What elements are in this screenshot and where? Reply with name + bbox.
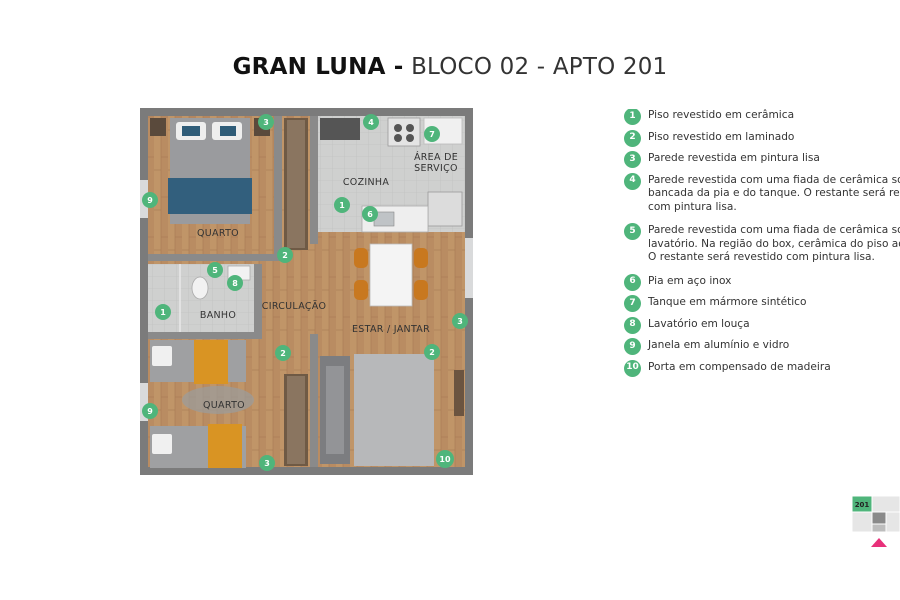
marker: 6 <box>362 206 378 222</box>
svg-text:5: 5 <box>212 266 218 275</box>
svg-text:8: 8 <box>232 279 238 288</box>
legend-number-badge: 4 <box>624 172 641 190</box>
svg-text:3: 3 <box>264 459 270 468</box>
legend-text: Janela em alumínio e vidro <box>648 339 790 351</box>
legend-item: 5 Parede revestida com uma fiada de cerâm… <box>624 223 900 265</box>
room-label-area-servico-2: SERVIÇO <box>414 163 458 174</box>
legend-text: Parede revestida em pintura lisa <box>648 152 820 164</box>
marker: 3 <box>258 114 274 130</box>
svg-text:2: 2 <box>280 349 286 358</box>
legend-item: 2 Piso revestido em laminado <box>624 129 900 147</box>
legend-text: O restante será revestido com pintura li… <box>648 251 875 263</box>
legend-number-badge: 7 <box>624 295 641 312</box>
marker: 9 <box>142 192 158 208</box>
legend-text: Piso revestido em cerâmica <box>648 109 795 121</box>
legend-text: Tanque em mármore sintético <box>648 296 807 308</box>
legend-number-badge: 6 <box>624 273 641 291</box>
legend-number-badge: 3 <box>624 151 641 168</box>
legend-text: Parede revestida com uma fiada de cerâmi… <box>648 224 900 236</box>
svg-text:9: 9 <box>147 407 153 416</box>
legend-text: bancada da pia e do tanque. O restante s… <box>648 187 900 199</box>
title-unit: BLOCO 02 - APTO 201 <box>411 54 668 80</box>
marker: 2 <box>275 345 291 361</box>
legend-item: 6 Pia em aço inox <box>624 273 900 291</box>
marker: 3 <box>452 313 468 329</box>
marker: 9 <box>142 403 158 419</box>
title-project: GRAN LUNA - <box>232 54 404 80</box>
legend-text: Porta em compensado de madeira <box>648 360 831 373</box>
legend-text: Pia em aço inox <box>648 274 732 287</box>
pointer-icon <box>871 538 887 547</box>
svg-text:10: 10 <box>439 455 451 464</box>
marker: 5 <box>207 262 223 278</box>
svg-text:1: 1 <box>160 308 166 317</box>
legend-number-badge: 2 <box>624 129 641 147</box>
key-plan: 201 <box>851 495 900 547</box>
marker: 10 <box>436 450 454 468</box>
svg-text:1: 1 <box>339 201 345 210</box>
svg-text:2: 2 <box>282 251 288 260</box>
legend-number-badge: 10 <box>624 359 641 377</box>
legend-item: 1 Piso revestido em cerâmica <box>624 109 900 125</box>
legend-number-badge: 5 <box>624 223 641 240</box>
legend-number-badge: 1 <box>624 109 641 125</box>
legend-item: 9 Janela em alumínio e vidro <box>624 338 900 355</box>
marker: 1 <box>155 304 171 320</box>
svg-text:2: 2 <box>429 348 435 357</box>
svg-text:7: 7 <box>429 130 435 139</box>
legend-item: 7 Tanque em mármore sintético <box>624 295 900 312</box>
svg-text:6: 6 <box>367 210 373 219</box>
legend: 1 Piso revestido em cerâmica 2 Piso revesti… <box>624 109 900 382</box>
legend-text: Lavatório em louça <box>648 317 750 330</box>
legend-number-badge: 8 <box>624 316 641 334</box>
page-title: GRAN LUNA - BLOCO 02 - APTO 201 <box>0 54 900 80</box>
key-plan-unit: 201 <box>855 501 870 509</box>
room-label-quarto-top: QUARTO <box>197 228 239 239</box>
room-label-banho: BANHO <box>200 310 236 321</box>
floor-plan: QUARTO COZINHA ÁREA DE SERVIÇO BANHO CIR… <box>140 108 473 475</box>
svg-text:3: 3 <box>457 317 463 326</box>
svg-text:3: 3 <box>263 118 269 127</box>
room-label-cozinha: COZINHA <box>343 177 389 188</box>
legend-text: lavatório. Na região do box, cerâmica do… <box>648 237 900 250</box>
legend-text: Parede revestida com uma fiada de cerâmi… <box>648 173 900 186</box>
legend-text: Piso revestido em laminado <box>648 130 795 143</box>
marker: 2 <box>277 247 293 263</box>
svg-text:4: 4 <box>368 118 374 127</box>
marker: 4 <box>363 114 379 130</box>
legend-item: 10 Porta em compensado de madeira <box>624 359 900 377</box>
room-label-estar-jantar: ESTAR / JANTAR <box>352 324 430 335</box>
legend-item: 8 Lavatório em louça <box>624 316 900 334</box>
legend-text: com pintura lisa. <box>648 200 737 213</box>
marker: 8 <box>227 275 243 291</box>
legend-item: 3 Parede revestida em pintura lisa <box>624 151 900 168</box>
room-label-circulacao: CIRCULAÇÃO <box>262 301 326 312</box>
svg-text:9: 9 <box>147 196 153 205</box>
marker: 1 <box>334 197 350 213</box>
marker: 2 <box>424 344 440 360</box>
marker: 7 <box>424 126 440 142</box>
room-label-area-servico-1: ÁREA DE <box>414 151 458 163</box>
legend-item: 4 Parede revestida com uma fiada de cerâm… <box>624 172 900 215</box>
legend-number-badge: 9 <box>624 338 641 355</box>
marker: 3 <box>259 455 275 471</box>
room-label-quarto-bottom: QUARTO <box>203 400 245 411</box>
